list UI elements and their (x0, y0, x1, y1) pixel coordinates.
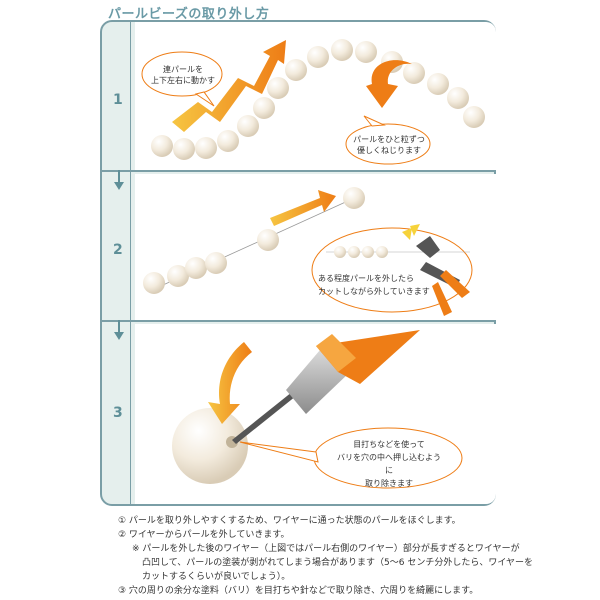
note-2: ② ワイヤーからパールを外していきます。 (118, 528, 598, 542)
callout-cut-wire: ある程度パールを外したら カットしながら外していきます (318, 272, 448, 298)
curved-arrow-icon (208, 342, 252, 424)
orange-arrow-icon (270, 190, 336, 226)
down-arrow-icon (114, 170, 124, 340)
note-3: ③ 穴の周りの余分な塗料（バリ）を目打ちや針などで取り除き、穴周りを綺麗にします… (118, 584, 598, 598)
callout-remove-burr: 目打ちなどを使って バリを穴の中へ押し込むように 取り除きます (334, 438, 444, 490)
large-pearl (172, 408, 248, 484)
notes-section: ① パールを取り外しやすくするため、ワイヤーに通った状態のパールをほぐします。 … (118, 514, 598, 598)
callout-move-strand: 連パールを 上下左右に動かす (146, 64, 220, 86)
awl-icon (232, 330, 420, 444)
note-2-caution: ※ パールを外した後のワイヤー（上図ではパール右側のワイヤー）部分が長すぎるとワ… (118, 542, 598, 556)
callout-twist-pearl: パールをひと粒ずつ 優しくねじります (350, 134, 428, 156)
note-1: ① パールを取り外しやすくするため、ワイヤーに通った状態のパールをほぐします。 (118, 514, 598, 528)
zoom-callout (312, 228, 472, 312)
note-2-caution-cont: 凸凹して、パールの塗装が剥がれてしまう場合があります（5～6 センチ分外したら、… (118, 556, 598, 570)
note-2-caution-end: カットするくらいが良いでしょう）。 (118, 570, 598, 584)
